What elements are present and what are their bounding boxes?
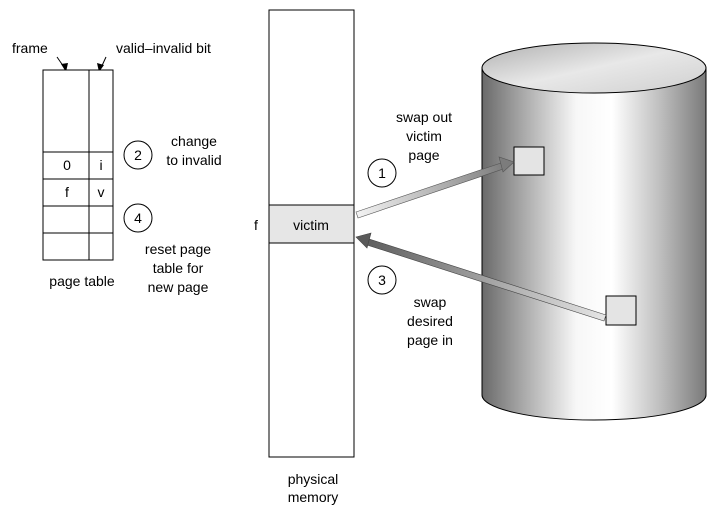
victim-page-on-disk [513,146,545,176]
disk-top [481,42,707,94]
desired-page-on-disk [605,295,637,326]
swap-in-arrow [355,232,607,322]
step-4-circle [123,203,153,233]
page-table-box [42,69,114,261]
physical-memory-caption-line: memory [288,489,339,505]
step-1-number: 1 [378,165,386,181]
frame-marker: f [254,217,258,233]
step-2-text-line: to invalid [166,152,221,168]
page-table-frame-cell: f [65,184,69,200]
step-1-text-line: swap out [396,109,452,125]
step-3: 3 swap desired page in [367,265,453,348]
step-2-circle [123,140,153,170]
backing-store-disk [481,42,707,421]
victim-frame [268,204,355,244]
step-2-text-line: change [171,133,217,149]
step-4-number: 4 [134,210,142,226]
step-3-text-line: desired [407,313,453,329]
step-2: 2 change to invalid [123,133,222,170]
step-1: 1 swap out victim page [367,109,452,188]
step-3-circle [367,265,397,295]
step-4-text-line: new page [148,279,209,295]
step-1-circle [367,158,397,188]
valid-invalid-bit-label: valid–invalid bit [116,40,211,56]
swap-in-arrowhead [355,232,372,249]
page-table: frame valid–invalid bit 0 i f v page tab… [12,40,211,289]
step-3-text-line: page in [407,332,453,348]
page-table-bit-cell: i [99,157,102,173]
step-4-text-line: reset page [145,241,211,257]
step-2-number: 2 [134,147,142,163]
disk-body [481,67,707,421]
step-3-text-line: swap [414,294,447,310]
physical-memory-caption-line: physical [288,471,339,487]
physical-memory: victim f physical memory [254,9,355,505]
victim-label: victim [293,217,329,233]
step-1-text-line: victim [406,128,442,144]
page-table-frame-cell: 0 [63,157,71,173]
page-table-bit-cell: v [98,184,105,200]
step-1-text-line: page [408,147,439,163]
page-table-caption: page table [49,273,115,289]
swap-out-arrow [355,156,515,219]
swap-out-arrowhead [498,156,515,173]
step-3-number: 3 [378,272,386,288]
step-4: 4 reset page table for new page [123,203,211,295]
frame-label: frame [12,40,48,56]
step-4-text-line: table for [153,260,204,276]
